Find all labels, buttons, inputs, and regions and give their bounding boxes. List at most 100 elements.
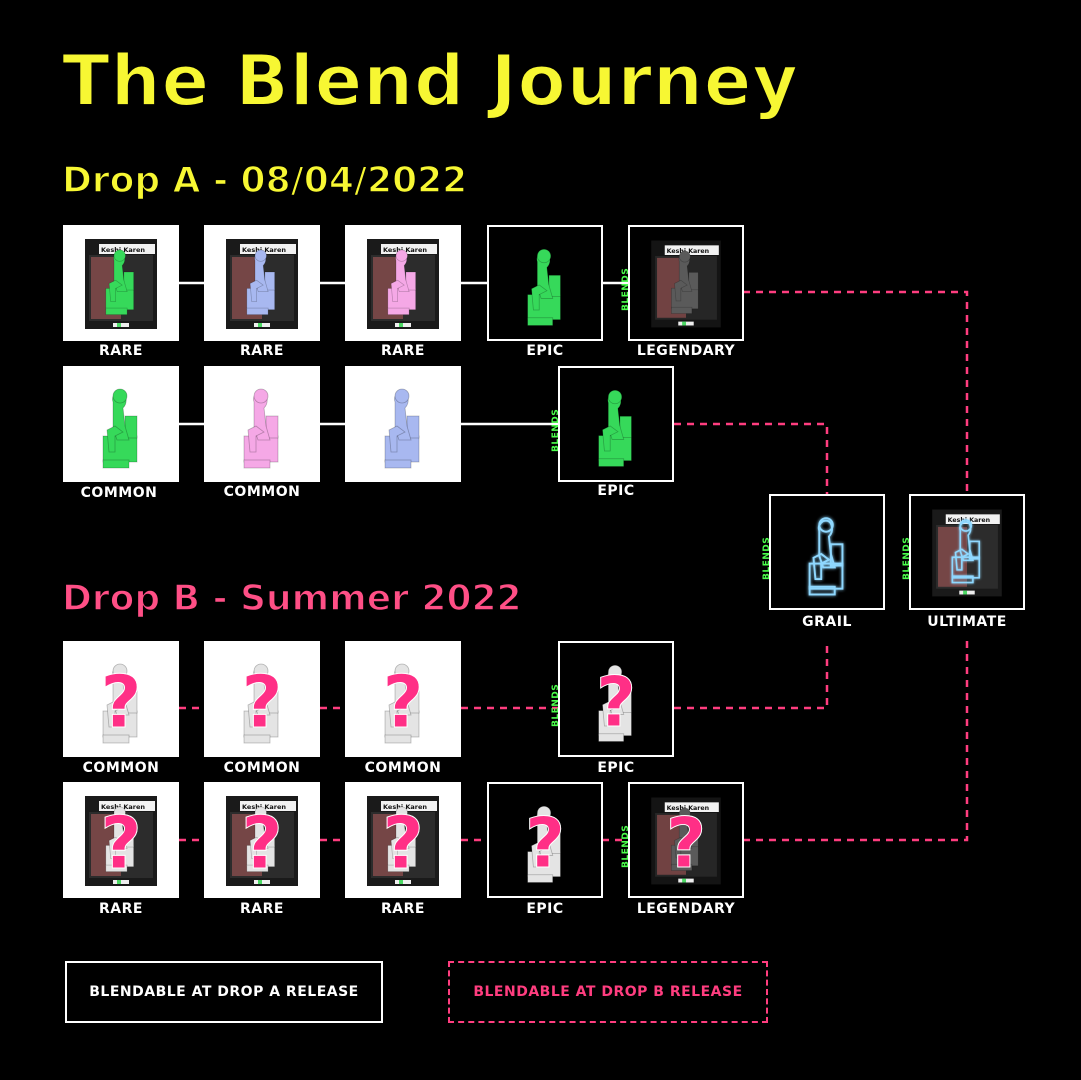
figurine-icon <box>387 806 417 872</box>
card-label: EPIC <box>597 760 635 776</box>
card-drop-a-rare-green: Keshi Karen <box>63 225 179 341</box>
card-drop-b-rare: Keshi Karen? <box>345 782 461 898</box>
card-label: GRAIL <box>802 614 852 630</box>
card-artwork: ? <box>241 660 284 745</box>
card-label: COMMON <box>82 760 160 776</box>
figurine-icon <box>598 664 632 742</box>
blends-tag: BLENDS <box>551 408 561 452</box>
card-drop-b-legendary: Keshi Karen?BLENDS <box>621 782 744 898</box>
card-artwork: Keshi Karen? <box>226 796 298 886</box>
figurine-icon <box>102 388 138 469</box>
card-grail: BLENDS <box>762 494 885 610</box>
figurine-icon <box>384 388 420 469</box>
card-label: EPIC <box>597 483 635 499</box>
card-artwork: Keshi Karen <box>367 239 439 329</box>
card-artwork <box>598 389 632 467</box>
blends-tag: BLENDS <box>621 267 631 311</box>
legend-dashed-line: BLENDABLE AT DROP B RELEASE <box>448 961 768 1023</box>
mystery-question-icon: ? <box>100 660 142 744</box>
connector-legendary-ultimate <box>743 290 969 494</box>
figurine-icon <box>671 807 699 871</box>
card-drop-b-rare: Keshi Karen? <box>204 782 320 898</box>
card-label: RARE <box>240 901 284 917</box>
figurine-icon <box>384 663 420 744</box>
card-drop-a-epic <box>487 225 603 341</box>
card-artwork <box>384 388 420 469</box>
card-drop-a-rare-pink: Keshi Karen <box>345 225 461 341</box>
box-brand-label: Keshi Karen <box>242 803 286 811</box>
drop-a-heading: Drop A - 08/04/2022 <box>61 159 468 202</box>
figurine-icon <box>105 806 135 872</box>
solid-connectors <box>179 281 628 426</box>
connector-epic-grail <box>674 422 829 494</box>
card-label: RARE <box>381 343 425 359</box>
figurine-icon <box>598 389 632 467</box>
figurine-icon <box>527 805 561 883</box>
card-artwork: Keshi Karen <box>932 509 1002 597</box>
card-artwork: Keshi Karen? <box>651 797 721 885</box>
figurine-icon <box>671 250 699 314</box>
mystery-question-icon: ? <box>525 803 565 884</box>
card-label: RARE <box>99 901 143 917</box>
figurine-icon <box>387 249 417 315</box>
box-brand-label: Keshi Karen <box>242 246 286 254</box>
mystery-question-icon: ? <box>241 660 283 744</box>
card-drop-b-epic-blends: ? BLENDS <box>551 641 674 757</box>
card-drop-a-rare-blue: Keshi Karen <box>204 225 320 341</box>
blends-tag: BLENDS <box>551 683 561 727</box>
card-artwork: Keshi Karen <box>85 239 157 329</box>
card-artwork: Keshi Karen? <box>367 796 439 886</box>
figurine-icon <box>246 249 276 315</box>
card-drop-a-epic-blends: BLENDS <box>551 366 674 482</box>
legend-solid-label: BLENDABLE AT DROP A RELEASE <box>89 984 359 1000</box>
card-artwork: ? <box>595 662 636 744</box>
card-artwork <box>243 388 279 469</box>
dashed-connectors <box>179 290 969 842</box>
card-artwork <box>808 517 844 596</box>
mystery-question-icon: ? <box>382 660 424 744</box>
figurine-icon <box>246 806 276 872</box>
box-brand-label: Keshi Karen <box>383 803 427 811</box>
mystery-question-icon: ? <box>596 662 636 743</box>
card-drop-b-common: ? <box>345 641 461 757</box>
blends-tag: BLENDS <box>902 536 912 580</box>
box-brand-label: Keshi Karen <box>667 805 709 812</box>
card-label: COMMON <box>364 760 442 776</box>
figurine-icon <box>243 663 279 744</box>
box-brand-label: Keshi Karen <box>101 246 145 254</box>
card-label: RARE <box>99 343 143 359</box>
box-brand-label: Keshi Karen <box>667 248 709 255</box>
card-artwork: Keshi Karen <box>651 240 721 328</box>
blends-tag: BLENDS <box>762 536 772 580</box>
figurine-icon <box>243 388 279 469</box>
box-brand-label: Keshi Karen <box>101 803 145 811</box>
box-brand-label: Keshi Karen <box>383 246 427 254</box>
card-artwork: ? <box>382 660 425 745</box>
mystery-question-icon: ? <box>382 801 424 885</box>
card-label: ULTIMATE <box>927 614 1007 630</box>
figurine-icon <box>527 248 561 326</box>
card-artwork <box>102 388 138 469</box>
figurine-icon <box>808 517 844 596</box>
card-artwork: ? <box>100 660 143 745</box>
drop-b-heading: Drop B - Summer 2022 <box>61 577 522 620</box>
card-artwork: Keshi Karen? <box>85 796 157 886</box>
mystery-question-icon: ? <box>666 803 706 884</box>
connector-b-epic-grail <box>674 640 829 710</box>
figurine-icon <box>951 519 981 584</box>
card-drop-a-common-blue <box>345 366 461 482</box>
card-label: COMMON <box>80 485 158 501</box>
card-label: COMMON <box>223 484 301 500</box>
figurine-icon <box>105 249 135 315</box>
card-drop-b-common: ? <box>204 641 320 757</box>
mystery-question-icon: ? <box>241 801 283 885</box>
page-title: The Blend Journey <box>61 39 799 123</box>
card-artwork <box>527 248 561 326</box>
card-artwork: ? <box>524 803 565 885</box>
figurine-icon <box>102 663 138 744</box>
legend-solid-line: BLENDABLE AT DROP A RELEASE <box>65 961 383 1023</box>
card-label: EPIC <box>526 901 564 917</box>
